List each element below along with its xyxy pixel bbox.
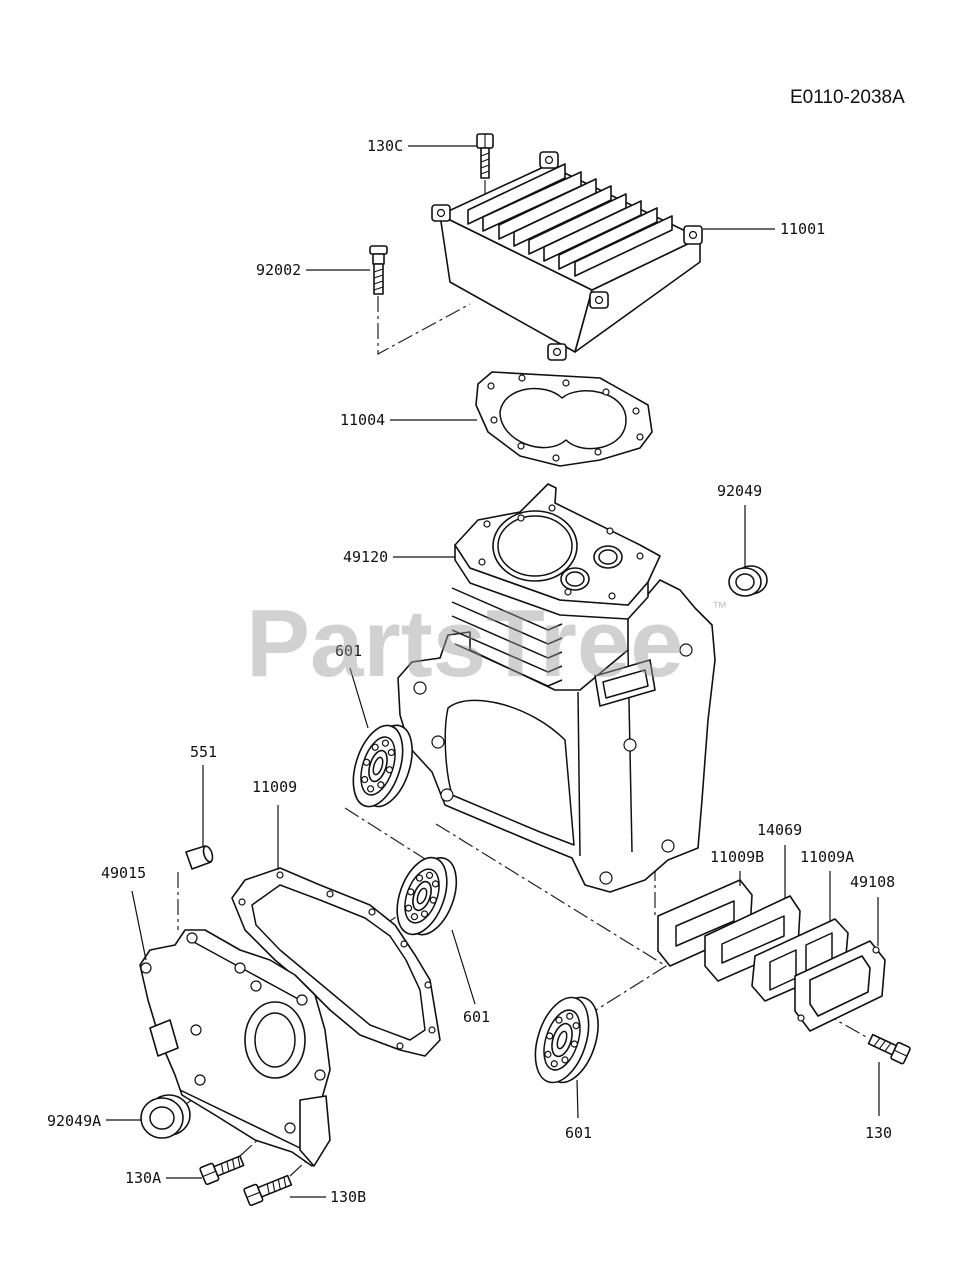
leader-lines bbox=[106, 145, 880, 1198]
alignment-line-bolt-130a bbox=[239, 1135, 263, 1157]
head-cooling-fins bbox=[467, 163, 673, 277]
bolt-130c bbox=[476, 133, 494, 179]
callout-labels: 130C 11001 92002 11004 92049 49120 601 5… bbox=[47, 137, 895, 1206]
bolt-130 bbox=[867, 1033, 911, 1065]
gasket-bolt-holes bbox=[238, 871, 436, 1050]
callout-11004: 11004 bbox=[340, 411, 385, 429]
callout-130: 130 bbox=[865, 1124, 892, 1142]
alignment-line-bearing-lower bbox=[435, 823, 668, 1011]
callout-601-lower: 601 bbox=[565, 1124, 592, 1142]
leader-line-601-middle bbox=[451, 929, 476, 1005]
cover-bolt-holes bbox=[140, 932, 326, 1134]
callout-11009b: 11009B bbox=[710, 848, 764, 866]
crankcase-window bbox=[444, 699, 575, 846]
oil-seal-92049a bbox=[140, 1094, 191, 1139]
cover-side-boss bbox=[149, 1019, 179, 1057]
valve-port-intake bbox=[560, 567, 590, 591]
callout-14069: 14069 bbox=[757, 821, 802, 839]
cylinder-block-49120 bbox=[397, 483, 716, 893]
callout-11009a: 11009A bbox=[800, 848, 854, 866]
cylinder-cooling-fins bbox=[451, 587, 563, 687]
leader-line-601-upper bbox=[349, 667, 369, 729]
valve-port-exhaust bbox=[593, 545, 623, 569]
head-mounting-tabs bbox=[431, 151, 703, 361]
ball-bearing-601-lower bbox=[534, 996, 599, 1084]
callout-551: 551 bbox=[190, 743, 217, 761]
callout-49120: 49120 bbox=[343, 548, 388, 566]
alignment-line-92002 bbox=[377, 296, 471, 356]
callout-49015: 49015 bbox=[101, 864, 146, 882]
callout-130a: 130A bbox=[125, 1169, 161, 1187]
cylinder-head-11001 bbox=[431, 151, 703, 361]
watermark-text: PartsTree bbox=[246, 590, 684, 697]
cylinder-bore bbox=[492, 510, 578, 582]
callout-11009: 11009 bbox=[252, 778, 297, 796]
bolt-130b bbox=[243, 1174, 293, 1207]
ball-bearing-601-upper bbox=[352, 724, 413, 808]
crankcase-bosses bbox=[413, 643, 693, 885]
callout-92049a: 92049A bbox=[47, 1112, 101, 1130]
callout-11001: 11001 bbox=[780, 220, 825, 238]
callout-49108: 49108 bbox=[850, 873, 895, 891]
head-gasket-11004 bbox=[475, 371, 653, 467]
callout-130c: 130C bbox=[367, 137, 403, 155]
deck-bolt-holes bbox=[478, 504, 644, 600]
callout-601-middle: 601 bbox=[463, 1008, 490, 1026]
callout-92002: 92002 bbox=[256, 261, 301, 279]
cover-bracket bbox=[299, 1095, 331, 1167]
watermark: PartsTree ™ bbox=[246, 590, 727, 697]
crankcase-body bbox=[397, 579, 716, 893]
crankcase-cover-49015 bbox=[139, 929, 331, 1167]
ball-bearing-601-middle bbox=[396, 856, 458, 936]
callout-601-upper: 601 bbox=[335, 642, 362, 660]
bolt-92002 bbox=[369, 245, 388, 295]
bolt-130a bbox=[199, 1155, 245, 1186]
muffler-cover-49108 bbox=[794, 940, 886, 1032]
leader-line-49015 bbox=[131, 890, 147, 961]
callout-130b: 130B bbox=[330, 1188, 366, 1206]
leader-line-601-lower bbox=[576, 1079, 579, 1119]
gasket-bolt-holes bbox=[487, 374, 644, 462]
oil-seal-92049 bbox=[728, 565, 768, 597]
drawing-code: E0110-2038A bbox=[790, 87, 905, 108]
gasket-bore-opening bbox=[499, 387, 627, 450]
watermark-trademark: ™ bbox=[712, 599, 727, 616]
dowel-pin-551 bbox=[185, 845, 214, 870]
callout-92049: 92049 bbox=[717, 482, 762, 500]
